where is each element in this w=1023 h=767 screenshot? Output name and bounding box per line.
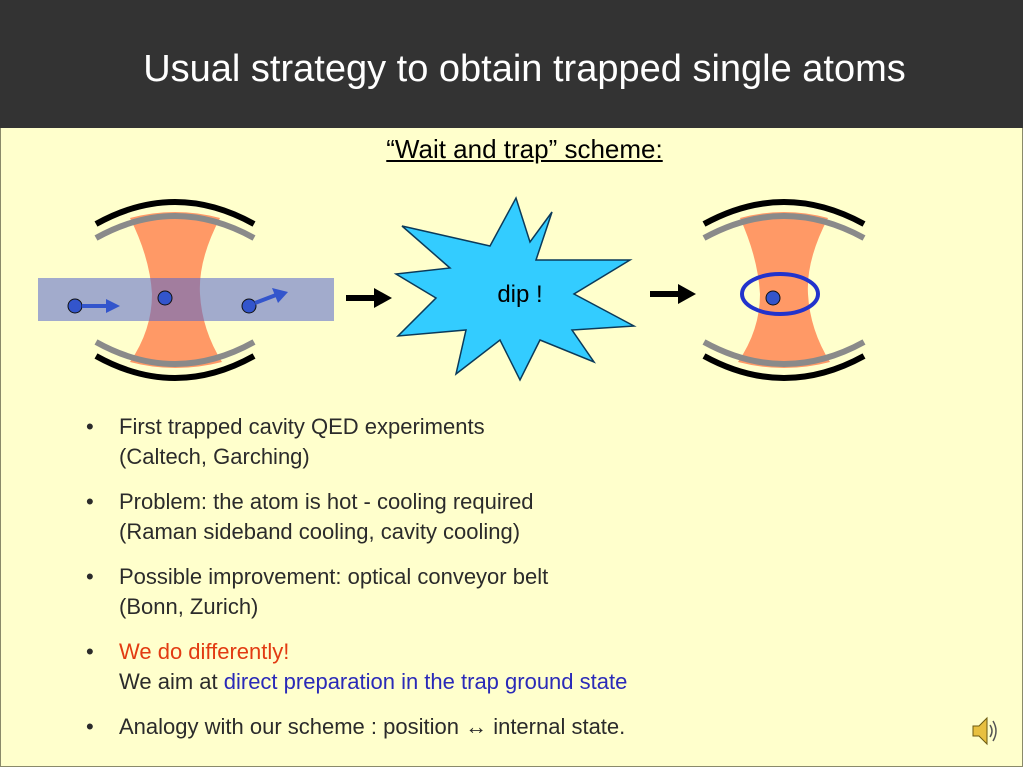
bullet-list: • First trapped cavity QED experiments (… xyxy=(86,412,986,757)
burst-label: dip ! xyxy=(497,281,542,308)
bullet-subtext: We aim at direct preparation in the trap… xyxy=(119,667,986,697)
title-bar: Usual strategy to obtain trapped single … xyxy=(0,0,1023,128)
trap-ellipse xyxy=(740,272,820,316)
bullet-marker: • xyxy=(86,639,94,664)
bullet-marker: • xyxy=(86,414,94,439)
atom xyxy=(157,290,173,306)
speaker-icon[interactable] xyxy=(970,714,1000,748)
bullet-text: Possible improvement: optical conveyor b… xyxy=(119,564,549,589)
wait-and-trap-diagram: dip ! xyxy=(38,196,866,382)
bullet-marker: • xyxy=(86,564,94,589)
right-arrow-icon xyxy=(346,288,392,308)
cavity-mirror-top xyxy=(702,199,866,227)
double-arrow-symbol: ↔ xyxy=(465,714,488,739)
bullet-item: • Analogy with our scheme : position ↔ i… xyxy=(86,712,986,742)
slide-subtitle: “Wait and trap” scheme: xyxy=(386,134,663,164)
bullet-item: • First trapped cavity QED experiments (… xyxy=(86,412,986,472)
bullet-text: Problem: the atom is hot - cooling requi… xyxy=(119,489,534,514)
burst-shape xyxy=(393,196,637,382)
bullet-text: First trapped cavity QED experiments xyxy=(119,414,485,439)
cavity-mirror-bottom xyxy=(94,353,256,381)
atom xyxy=(67,298,83,314)
atom-beam xyxy=(38,278,334,321)
left-cavity xyxy=(38,199,334,381)
bullet-subtext-prefix: We aim at xyxy=(119,669,224,694)
bullet-text-emphasis: We do differently! xyxy=(119,639,290,664)
cavity-mirror-bottom-shadow xyxy=(702,339,866,367)
atom xyxy=(241,298,257,314)
cavity-mirror-bottom xyxy=(702,353,866,381)
right-cavity xyxy=(702,199,866,381)
bullet-text: Analogy with our scheme : position xyxy=(119,714,466,739)
cavity-mirror-bottom-shadow xyxy=(94,339,256,367)
right-arrow-icon xyxy=(650,284,696,304)
cavity-mirror-top-shadow xyxy=(94,213,256,241)
bullet-item: • Problem: the atom is hot - cooling req… xyxy=(86,487,986,547)
bullet-item: • Possible improvement: optical conveyor… xyxy=(86,562,986,622)
dip-burst: dip ! xyxy=(393,196,637,382)
bullet-subtext-highlight: direct preparation in the trap ground st… xyxy=(223,669,628,694)
trap-beam xyxy=(738,212,830,368)
velocity-arrow-icon xyxy=(106,299,120,313)
trapped-atom xyxy=(765,290,781,306)
bullet-subtext: (Raman sideband cooling, cavity cooling) xyxy=(119,519,521,544)
bullet-subtext: (Caltech, Garching) xyxy=(119,444,310,469)
bullet-item: • We do differently! We aim at direct pr… xyxy=(86,637,986,697)
bullet-text-end: internal state. xyxy=(487,714,626,739)
bullet-marker: • xyxy=(86,714,94,739)
bullet-marker: • xyxy=(86,489,94,514)
slide-title: Usual strategy to obtain trapped single … xyxy=(143,48,906,90)
cavity-mirror-top xyxy=(94,199,256,227)
bullet-subtext: (Bonn, Zurich) xyxy=(119,594,259,619)
velocity-arrow-icon xyxy=(272,288,288,303)
cavity-mirror-top-shadow xyxy=(702,213,866,241)
